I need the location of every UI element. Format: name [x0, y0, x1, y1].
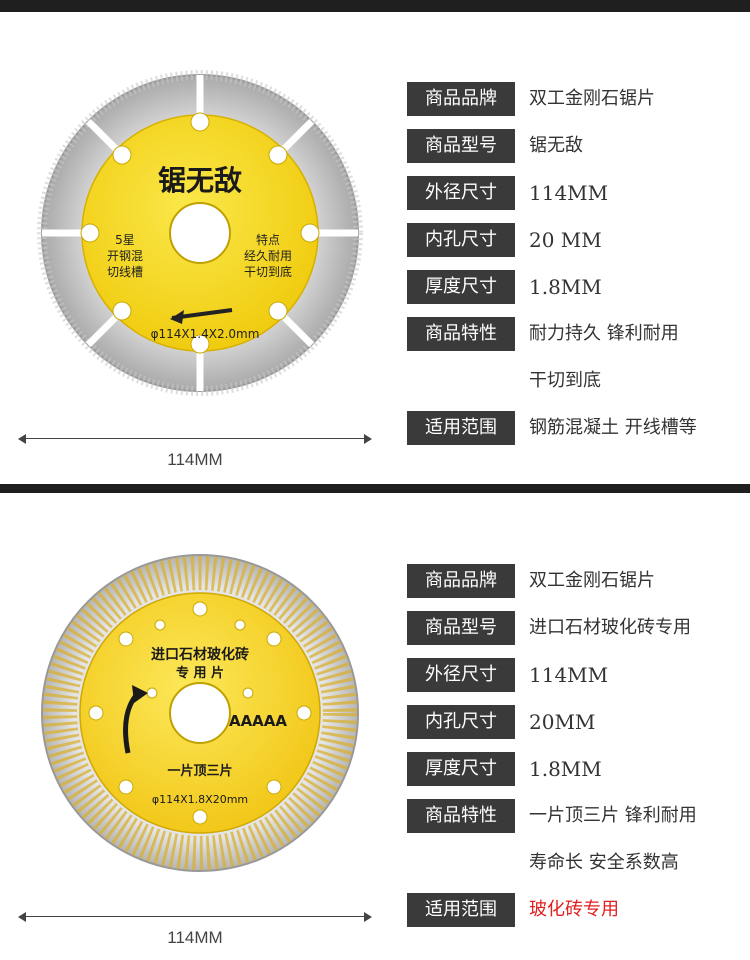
blade-left-line-2: 开钢混	[107, 249, 143, 263]
product-image-2: 进口石材玻化砖 专 用 片 AAAAA 一片顶三片 φ114X1.8X20mm	[20, 513, 380, 913]
spec-row-bore: 内孔尺寸 20MM	[407, 699, 747, 746]
spec-label: 外径尺寸	[407, 658, 515, 692]
spec-value: 钢筋混凝土 开线槽等	[529, 417, 697, 438]
spec-row-application: 适用范围 玻化砖专用	[407, 887, 747, 934]
spec-label: 商品特性	[407, 317, 515, 351]
section-divider-bar	[0, 484, 750, 493]
spec-value: 114MM	[529, 663, 609, 687]
spec-value: 双工金刚石锯片	[529, 88, 655, 109]
arrow-left-icon	[18, 912, 26, 922]
spec-value: 进口石材玻化砖专用	[529, 617, 691, 638]
blade-slogan: 一片顶三片	[167, 763, 232, 779]
spec-label: 外径尺寸	[407, 176, 515, 210]
spec-value: 耐力持久 锋利耐用	[529, 323, 679, 344]
blade-title-line-2: 专 用 片	[176, 665, 224, 681]
spec-label: 商品品牌	[407, 564, 515, 598]
spec-table-1: 商品品牌 双工金刚石锯片 商品型号 锯无敌 外径尺寸 114MM 内孔尺寸 20…	[407, 76, 747, 452]
spec-value: 1.8MM	[529, 275, 602, 299]
spec-row-outer-diameter: 外径尺寸 114MM	[407, 170, 747, 217]
spec-row-thickness: 厚度尺寸 1.8MM	[407, 264, 747, 311]
blade-right-line-3: 干切到底	[244, 264, 292, 279]
blade-grade: AAAAA	[229, 712, 287, 730]
spec-value: 一片顶三片 锋利耐用	[529, 805, 697, 826]
spec-value: 双工金刚石锯片	[529, 570, 655, 591]
arrow-right-icon	[364, 912, 372, 922]
measure-line	[22, 916, 368, 917]
segmented-blade-image: 锯无敌 5星 开钢混 切线槽 特点 经久耐用 干切到底 φ114X1.4X2.0…	[37, 70, 363, 396]
spec-label: 适用范围	[407, 893, 515, 927]
spec-label: 厚度尺寸	[407, 270, 515, 304]
blade-title-line-1: 进口石材玻化砖	[151, 646, 249, 663]
blade-left-line-1: 5星	[115, 233, 135, 247]
blade-spec-print: φ114X1.8X20mm	[152, 793, 248, 806]
spec-value: 114MM	[529, 181, 609, 205]
diameter-label: 114MM	[167, 450, 223, 469]
product-section-2: 进口石材玻化砖 专 用 片 AAAAA 一片顶三片 φ114X1.8X20mm …	[0, 493, 750, 960]
spec-row-model: 商品型号 锯无敌	[407, 123, 747, 170]
turbo-blade-image: 进口石材玻化砖 专 用 片 AAAAA 一片顶三片 φ114X1.8X20mm	[41, 554, 359, 872]
arrow-left-icon	[18, 434, 26, 444]
top-divider-bar	[0, 0, 750, 12]
spec-row-outer-diameter: 外径尺寸 114MM	[407, 652, 747, 699]
spec-value-continued: 干切到底	[529, 370, 601, 391]
blade-title: 锯无敌	[158, 164, 242, 197]
product-section-1: 锯无敌 5星 开钢混 切线槽 特点 经久耐用 干切到底 φ114X1.4X2.0…	[0, 12, 750, 484]
spec-value: 锯无敌	[529, 135, 583, 156]
spec-row-model: 商品型号 进口石材玻化砖专用	[407, 605, 747, 652]
arrow-right-icon	[364, 434, 372, 444]
spec-label: 商品品牌	[407, 82, 515, 116]
spec-row-brand: 商品品牌 双工金刚石锯片	[407, 76, 747, 123]
spec-label: 内孔尺寸	[407, 223, 515, 257]
spec-row-thickness: 厚度尺寸 1.8MM	[407, 746, 747, 793]
spec-label: 商品型号	[407, 611, 515, 645]
blade-left-line-3: 切线槽	[107, 265, 143, 279]
blade-right-line-1: 特点	[256, 232, 280, 247]
spec-row-features: 商品特性 耐力持久 锋利耐用	[407, 311, 747, 358]
spec-row-application: 适用范围 钢筋混凝土 开线槽等	[407, 405, 747, 452]
spec-label: 厚度尺寸	[407, 752, 515, 786]
diameter-measure-1: 114MM	[18, 430, 372, 470]
diameter-label: 114MM	[167, 928, 223, 947]
spec-label: 商品型号	[407, 129, 515, 163]
spec-row-features-cont: 干切到底	[407, 358, 747, 405]
spec-label: 内孔尺寸	[407, 705, 515, 739]
diameter-measure-2: 114MM	[18, 908, 372, 948]
blade-right-line-2: 经久耐用	[244, 249, 292, 263]
product-image-1: 锯无敌 5星 开钢混 切线槽 特点 经久耐用 干切到底 φ114X1.4X2.0…	[20, 18, 380, 418]
measure-line	[22, 438, 368, 439]
spec-label: 商品特性	[407, 799, 515, 833]
spec-row-brand: 商品品牌 双工金刚石锯片	[407, 558, 747, 605]
spec-row-features-cont: 寿命长 安全系数高	[407, 840, 747, 887]
spec-row-bore: 内孔尺寸 20 MM	[407, 217, 747, 264]
spec-value: 20 MM	[529, 228, 602, 252]
spec-row-features: 商品特性 一片顶三片 锋利耐用	[407, 793, 747, 840]
spec-value-highlight: 玻化砖专用	[529, 899, 619, 920]
spec-value: 1.8MM	[529, 757, 602, 781]
spec-value-continued: 寿命长 安全系数高	[529, 852, 679, 873]
spec-value: 20MM	[529, 710, 596, 734]
spec-label: 适用范围	[407, 411, 515, 445]
blade-spec-print: φ114X1.4X2.0mm	[151, 327, 260, 341]
spec-table-2: 商品品牌 双工金刚石锯片 商品型号 进口石材玻化砖专用 外径尺寸 114MM 内…	[407, 558, 747, 934]
